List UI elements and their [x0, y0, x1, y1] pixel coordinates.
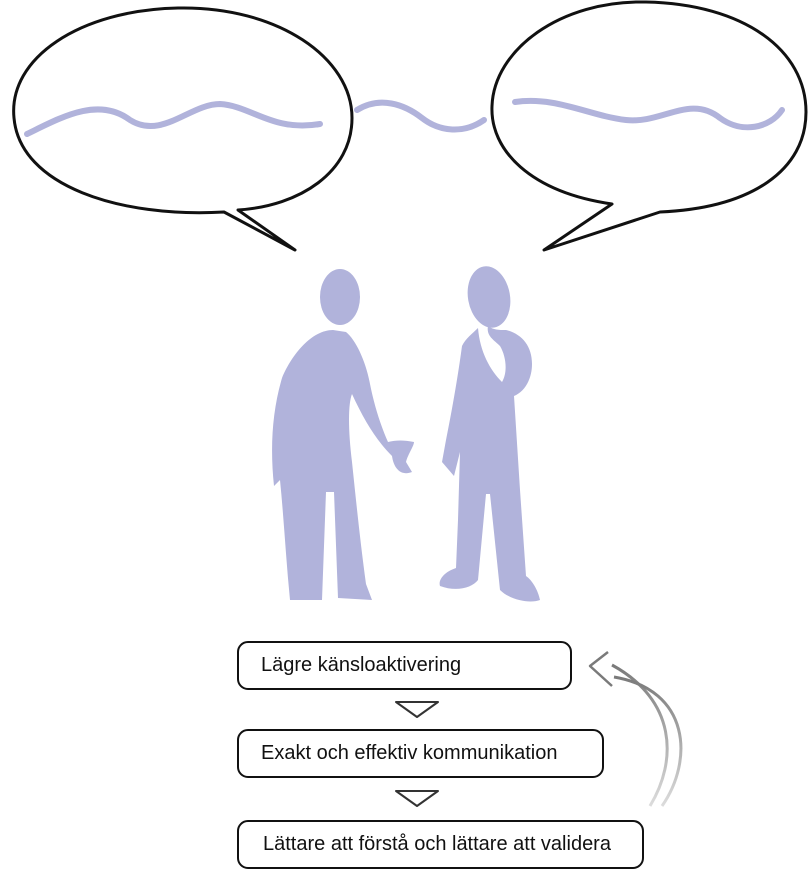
step-box-lower-emotional-arousal: Lägre känsloaktivering — [237, 641, 572, 690]
speech-bubble-right — [490, 0, 808, 252]
person-left-head — [320, 269, 360, 325]
person-right — [439, 266, 540, 602]
person-right-head — [467, 266, 511, 328]
down-arrow-1 — [395, 701, 439, 718]
step-box-easier-to-understand: Lättare att förstå och lättare att valid… — [237, 820, 644, 869]
person-left — [272, 269, 414, 600]
step-label: Lättare att förstå och lättare att valid… — [263, 833, 611, 855]
speech-wave-middle — [354, 99, 487, 133]
speech-bubble-left — [12, 6, 354, 252]
speech-wave-right — [512, 97, 785, 131]
step-label: Exakt och effektiv kommunikation — [261, 742, 558, 764]
step-box-precise-communication: Exakt och effektiv kommunikation — [237, 729, 604, 778]
step-label: Lägre känsloaktivering — [261, 654, 462, 676]
speech-wave-left — [24, 100, 323, 137]
person-right-body — [439, 326, 540, 602]
down-arrow-2 — [395, 790, 439, 807]
feedback-arrow — [588, 651, 683, 807]
person-left-body — [272, 330, 414, 600]
